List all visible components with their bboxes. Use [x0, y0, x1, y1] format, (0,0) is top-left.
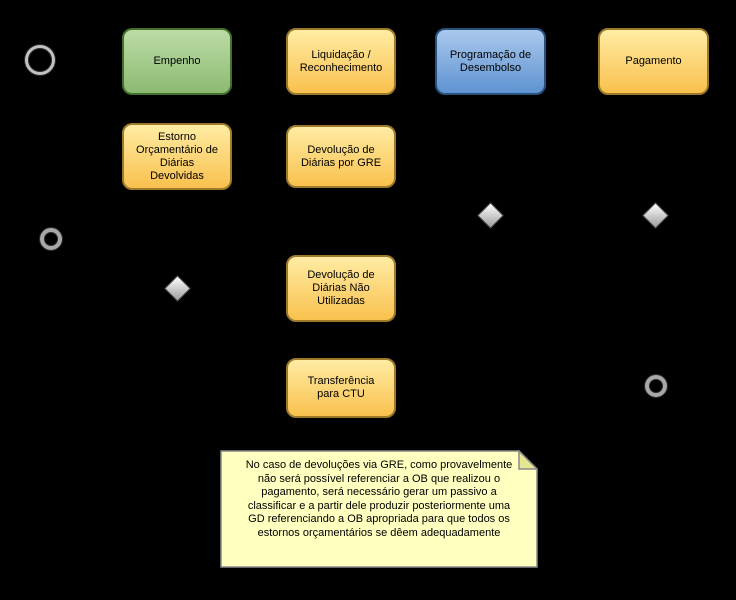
end-event-icon: [40, 228, 62, 250]
task-devolucao-diarias-gre: Devolução de Diárias por GRE: [286, 125, 396, 188]
annotation-note: No caso de devoluções via GRE, como prov…: [220, 450, 538, 568]
note-text: No caso de devoluções via GRE, como prov…: [245, 459, 513, 539]
note-shape-icon: [220, 450, 538, 568]
task-transferencia-ctu: Transferência para CTU: [286, 358, 396, 418]
end-event-icon: [645, 375, 667, 397]
task-pagamento: Pagamento: [598, 28, 709, 95]
gateway-diamond-icon: [477, 202, 504, 229]
task-devolucao-diarias-nao-utilizadas: Devolução de Diárias Não Utilizadas: [286, 255, 396, 322]
gateway-diamond-icon: [642, 202, 669, 229]
start-event-icon: [25, 45, 55, 75]
task-liquidacao-reconhecimento: Liquidação / Reconhecimento: [286, 28, 396, 95]
task-estorno-orcamentario: Estorno Orçamentário de Diárias Devolvid…: [122, 123, 232, 190]
gateway-diamond-icon: [164, 275, 191, 302]
task-empenho: Empenho: [122, 28, 232, 95]
task-programacao-desembolso: Programação de Desembolso: [435, 28, 546, 95]
